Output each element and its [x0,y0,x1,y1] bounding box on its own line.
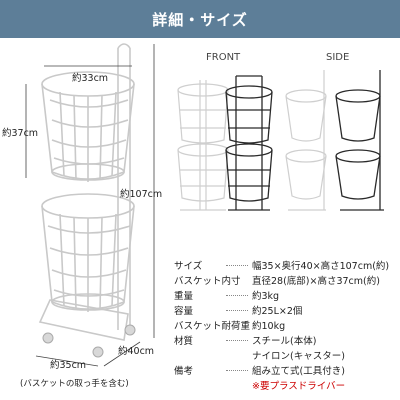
main-rack-white-icon [38,43,135,341]
spec-row-weight: 重量 約3kg [168,288,394,303]
spec-row-capacity: 容量 約25L×2個 [168,303,394,318]
basket-height-label: 約37cm [2,128,39,139]
spec-value: スチール(本体) [252,336,317,347]
spec-row-remarks: 備考 組み立て式(工具付き) [168,363,394,378]
basket-diameter-label: 約33cm [72,73,109,84]
spec-row-load: バスケット耐荷重 約10kg [168,318,394,333]
spec-row-material: 材質 スチール(本体) [168,333,394,348]
spec-row-size: サイズ 幅35×奥行40×高さ107cm(約) [168,258,394,273]
spec-row-remarks-note: ※要プラスドライバー [168,378,394,393]
spec-label: 備考 [174,366,194,377]
spec-label: 重量 [174,291,194,302]
spec-table: サイズ 幅35×奥行40×高さ107cm(約) バスケット内寸 直径28(底部)… [168,258,394,393]
spec-label: バスケット内寸 [174,276,241,287]
spec-label: 容量 [174,306,194,317]
front-white-rack-icon [177,80,229,211]
spec-label: サイズ [174,261,203,272]
side-white-rack-icon [285,70,327,211]
casters [42,324,136,358]
spec-note: ※要プラスドライバー [252,381,346,392]
spec-label: バスケット耐荷重 [174,321,251,332]
spec-value: 直径28(底部)×高さ37cm(約) [252,276,380,287]
spec-value: 約25L×2個 [252,306,303,317]
total-height-label: 約107cm [120,189,163,200]
header-bar: 詳細・サイズ [0,0,400,38]
spec-value: 約10kg [252,321,286,332]
spec-value: ナイロン(キャスター) [252,351,345,362]
side-view-label: SIDE [326,52,350,63]
spec-row-material-2: ナイロン(キャスター) [168,348,394,363]
page-title: 詳細・サイズ [152,11,248,29]
spec-value: 組み立て式(工具付き) [252,366,345,377]
depth-label: 約40cm [118,346,155,357]
width-label: 約35cm [50,360,87,371]
spec-row-inner-size: バスケット内寸 直径28(底部)×高さ37cm(約) [168,273,394,288]
spec-value: 幅35×奥行40×高さ107cm(約) [252,261,390,272]
dimension-lines [25,44,155,367]
side-black-rack-icon [335,70,384,211]
spec-value: 約3kg [252,291,280,302]
handle-note: (バスケットの取っ手を含む) [20,379,129,389]
front-black-rack-icon [225,75,273,211]
front-view-label: FRONT [206,52,241,63]
spec-label: 材質 [174,336,194,347]
